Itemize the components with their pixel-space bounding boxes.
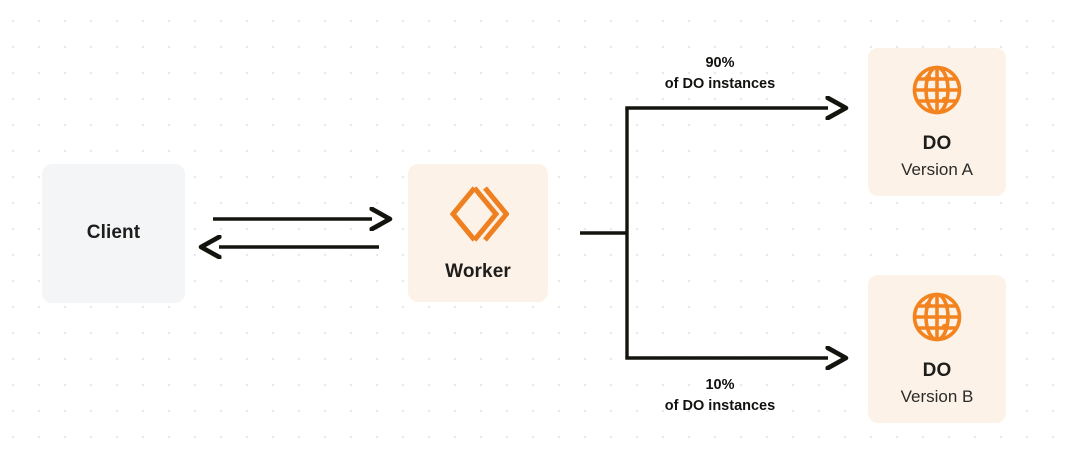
node-do-a-subtitle: Version A [901,160,973,180]
node-client-title: Client [86,222,141,244]
edge-label-do-b-percent: 10% [705,377,735,393]
edge-label-do-b: 10% of DO instances [600,375,840,417]
edge-label-do-a-percent: 90% [705,55,735,71]
globe-icon [910,63,964,117]
globe-icon [910,290,964,344]
edge-label-do-a-caption: of DO instances [664,76,776,93]
edge-label-do-b-caption: of DO instances [664,398,776,415]
cloudflare-workers-icon [447,183,510,245]
node-do-b-title: DO [922,360,952,382]
node-do-b-subtitle: Version B [900,387,974,407]
node-do-version-a: DO Version A [868,48,1006,196]
node-do-version-b: DO Version B [868,275,1006,423]
node-client: Client [42,164,185,303]
edge-label-do-a: 90% of DO instances [600,53,840,95]
node-do-a-title: DO [922,133,952,155]
node-worker-title: Worker [445,260,511,282]
node-worker: Worker [408,164,548,302]
